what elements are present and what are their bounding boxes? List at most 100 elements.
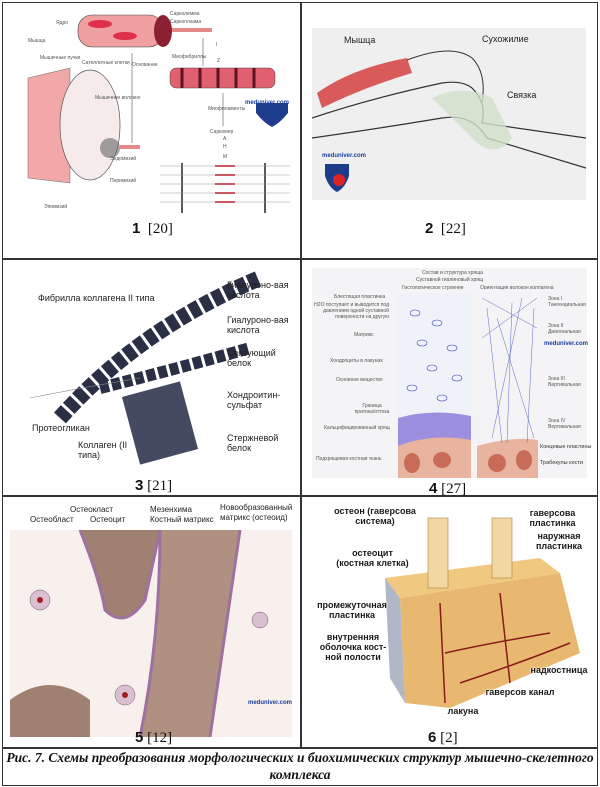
label-sarcoplasm: Саркоплазма <box>170 19 202 25</box>
panel-reference: [21] <box>147 478 173 494</box>
label-lamina: Блестящая пластинка <box>334 294 386 300</box>
watermark: meduniver.com <box>245 100 290 106</box>
panel-3-caption: 3 [21] <box>135 477 172 495</box>
label-ground-substance: Основное вещество <box>336 377 383 383</box>
proteoglycan-illustration <box>20 268 295 468</box>
label-i: I <box>216 42 218 48</box>
column-divider <box>300 2 302 747</box>
label-osteoclast: Остеокласт <box>70 505 114 514</box>
panel-6-caption: 6 [2] <box>428 729 458 747</box>
panel-1-caption: 1 [20] <box>132 220 173 238</box>
label-sarcomere: Саркомер <box>210 129 234 135</box>
label-tendon: Сухожилие <box>482 34 529 44</box>
border-left <box>2 2 3 786</box>
panel-6-osteon: остеон (гаверсова система) остеоцит (кос… <box>310 503 595 725</box>
border-right <box>597 2 598 786</box>
row-divider <box>2 747 598 749</box>
label-new-matrix: Новообразованный матрикс (остеоид) <box>220 503 292 522</box>
label-subchondral: Подхрящевая костная ткань <box>316 456 382 462</box>
label-bundles: Мышечные пучки <box>40 55 81 61</box>
panel-number: 3 <box>135 477 144 494</box>
label-myofibrils: Миофибриллы <box>172 54 207 60</box>
panel-2-caption: 2 [22] <box>425 220 466 238</box>
label-sarcolemma: Сарколемма <box>170 11 200 17</box>
panel-reference: [2] <box>440 730 458 746</box>
label-zone-2: Зона II Диагональная <box>548 323 581 335</box>
label-osteocyte: Остеоцит <box>90 515 126 524</box>
label-hyaluronic-2: Гиалуроно-вая кислота <box>227 315 289 335</box>
label-fiber: Мышечное волокно <box>95 95 141 101</box>
label-inner-lining: внутренняя оболочка кост-ной полости <box>319 632 387 662</box>
label-endplates: Концевые пластины <box>540 444 592 450</box>
label-bone-matrix: Костный матрикс <box>150 515 214 524</box>
label-binding-protein: Связующий белок <box>227 348 276 368</box>
panel-2-tendon-ligament: Мышца Сухожилие Связка meduniver.com <box>312 28 586 200</box>
label-zone-3: Зона III Вертикальная <box>548 376 581 388</box>
panel-1-muscle-structure: Сарколемма Саркоплазма Ядро Мышца Мышечн… <box>20 8 290 218</box>
shield-logo-icon <box>325 164 349 192</box>
watermark: meduniver.com <box>544 341 589 347</box>
label-muscle: Мышца <box>344 35 376 45</box>
label-lacuna: лакуна <box>447 706 479 716</box>
label-outer-lamella: наружная пластинка <box>535 531 583 551</box>
panel-5-caption: 5 [12] <box>135 729 172 747</box>
label-matrix: Матрикс <box>354 332 374 338</box>
label-histology: Гистологическое строение <box>402 285 464 291</box>
watermark: meduniver.com <box>248 700 292 706</box>
panel-number: 6 <box>428 729 437 746</box>
label-haversian-canal: гаверсов канал <box>485 687 555 697</box>
label-orientation: Ориентация волокон коллагена <box>480 285 554 291</box>
label-title: Состав и структура хряща <box>422 270 483 276</box>
label-subtitle: Суставной гиалиновый хрящ <box>416 277 484 283</box>
bone-block-illustration <box>385 517 580 708</box>
panel-reference: [20] <box>147 221 173 237</box>
label-endomysium: Эндомизий <box>110 156 137 162</box>
label-chondroitin: Хондроитин-сульфат <box>227 390 281 410</box>
panel-reference: [22] <box>440 221 466 237</box>
label-periosteum: надкостница <box>530 665 588 675</box>
label-basement: Основание <box>132 62 158 68</box>
panel-4-caption: 4 [27] <box>429 480 466 498</box>
label-mesenchyme: Мезенхима <box>150 505 192 514</box>
panel-3-proteoglycan: Фибрилла коллагена II типа Гиалуроно-вая… <box>20 268 295 468</box>
label-calcified: Кальцифицированный хрящ <box>324 425 390 431</box>
label-interstitial-lamella: промежуточная пластинка <box>317 600 387 620</box>
panel-number: 1 <box>132 220 141 237</box>
label-a: A <box>223 136 227 142</box>
label-ligament: Связка <box>507 90 537 100</box>
label-h2o: H2O поступает и выводится под давлением … <box>314 302 389 320</box>
label-collagen: Коллаген (II типа) <box>78 440 128 460</box>
label-muscle: Мышца <box>28 38 46 44</box>
muscle-structure-illustration <box>27 14 290 213</box>
border-bottom <box>2 785 598 786</box>
label-z: Z <box>217 58 221 64</box>
label-zone-4: Зона IV Вертикальная <box>548 418 581 430</box>
label-h: H <box>223 144 227 150</box>
watermark: meduniver.com <box>322 153 367 159</box>
label-zone-1: Зона I Тангенциальная <box>548 296 586 308</box>
label-hyaluronic-1: Гиалуроно-вая кислота <box>227 280 289 300</box>
panel-5-ossification: Остеобласт Остеокласт Остеоцит Мезенхима… <box>10 500 292 737</box>
panel-reference: [12] <box>147 730 173 746</box>
label-trabeculae: Трабекулы кости <box>540 460 583 466</box>
label-osteon: остеон (гаверсова система) <box>334 506 416 526</box>
label-border: Граница притока/оттока <box>354 403 390 415</box>
label-epimysium: Эпимизий <box>44 204 68 210</box>
label-fibril: Фибрилла коллагена II типа <box>38 293 155 303</box>
panel-number: 4 <box>429 480 438 497</box>
label-proteoglycan: Протеогликан <box>32 423 90 433</box>
label-nucleus: Ядро <box>56 20 69 26</box>
label-haversian-lamella: гаверсова пластинка <box>529 508 576 528</box>
joint-illustration <box>312 50 586 169</box>
panel-number: 2 <box>425 220 434 237</box>
label-osteoblast: Остеобласт <box>30 515 74 524</box>
cartilage-illustration <box>398 293 538 478</box>
figure-caption: Рис. 7. Схемы преобразования морфологиче… <box>6 750 594 782</box>
label-perimysium: Перимизий <box>110 178 137 184</box>
panel-reference: [27] <box>441 481 467 497</box>
panel-number: 5 <box>135 729 144 746</box>
label-core-protein: Стержневой белок <box>227 433 279 453</box>
label-myofilaments: Миофиламенты <box>208 106 246 112</box>
label-osteocyte: остеоцит (костная клетка) <box>336 548 409 568</box>
